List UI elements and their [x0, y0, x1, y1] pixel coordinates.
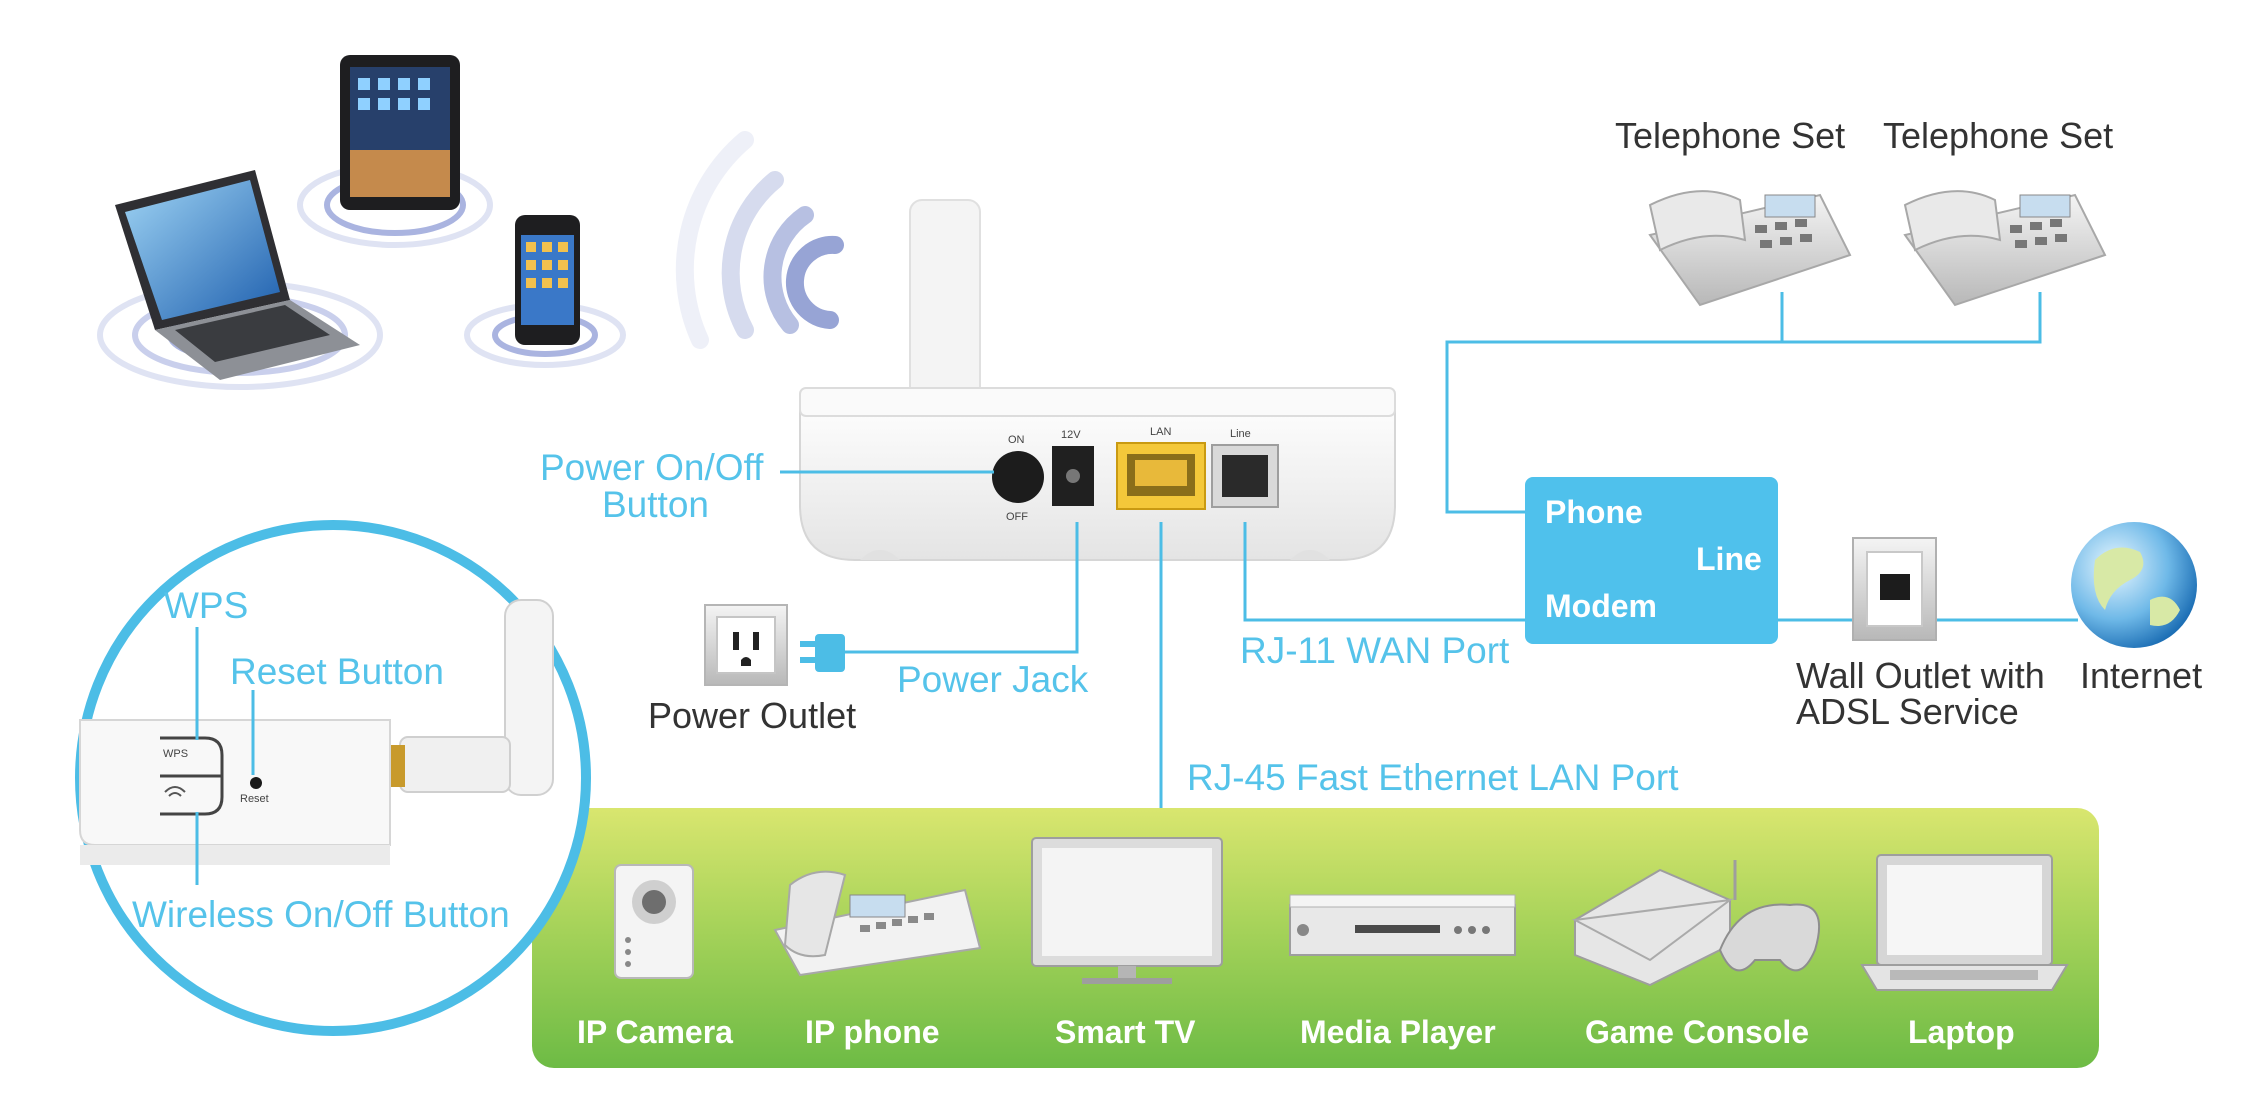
wan-port-label: RJ-11 WAN Port: [1240, 630, 1510, 671]
telephone-set-1: Telephone Set: [1615, 115, 1852, 307]
wall-outlet-icon: [1852, 537, 1937, 641]
router: ON OFF 12V LAN Line: [799, 199, 1396, 561]
power-outlet-label: Power Outlet: [648, 695, 856, 736]
power-button-label-line1: Power On/Off: [540, 447, 764, 488]
wifi-signal-icon: [675, 131, 844, 349]
power-jack-label: Power Jack: [897, 659, 1089, 700]
tablet-icon: [297, 55, 493, 248]
power-cable: [843, 522, 1079, 654]
lan-device-label: IP Camera: [577, 1014, 733, 1050]
ip-camera-icon: [614, 864, 694, 979]
telephone-icon: [1648, 190, 1852, 307]
phone-line-modem: Phone Line Modem: [1525, 477, 1778, 644]
modem-word-phone: Phone: [1545, 494, 1643, 530]
inset-callout-lines: [195, 627, 255, 885]
telephone-label: Telephone Set: [1615, 115, 1845, 156]
telephone-label: Telephone Set: [1883, 115, 2113, 156]
power-button: [992, 451, 1044, 503]
wireless-devices: [97, 55, 844, 390]
game-console-icon: [1571, 860, 1820, 987]
wifi-small-icon: [164, 786, 186, 797]
ip-phone-icon: [773, 870, 982, 977]
modem-word-line: Line: [1696, 541, 1762, 577]
port-label-on: ON: [1008, 434, 1025, 446]
smartphone-icon: [464, 215, 626, 368]
inset-reset-small-label: Reset: [240, 793, 269, 805]
cables: [780, 292, 2078, 808]
lan-devices-panel: IP Camera IP phone Smart TV Media Player…: [532, 808, 2099, 1068]
lan-device-label: Laptop: [1908, 1014, 2015, 1050]
port-label-dc: 12V: [1061, 429, 1081, 441]
antenna-icon: [383, 599, 554, 796]
lan-device-label: Game Console: [1585, 1014, 1809, 1050]
wall-outlet-label-line2: ADSL Service: [1796, 691, 2019, 732]
power-button-label-line2: Button: [602, 484, 709, 525]
telephone-icon: [1903, 190, 2107, 307]
telephone-set-2: Telephone Set: [1883, 115, 2113, 307]
power-outlet-icon: [704, 604, 788, 686]
wall-outlet-label-line1: Wall Outlet with: [1796, 655, 2045, 696]
wan-cable: [1243, 522, 1525, 622]
inset-wps-label: WPS: [164, 585, 248, 626]
lan-port-label: RJ-45 Fast Ethernet LAN Port: [1187, 757, 1679, 798]
port-label-off: OFF: [1006, 511, 1028, 523]
port-label-lan: LAN: [1150, 426, 1171, 438]
laptop-icon: [97, 170, 383, 390]
phone-cable: [1445, 292, 2042, 514]
inset-wireless-label: Wireless On/Off Button: [132, 894, 510, 935]
modem-word-modem: Modem: [1545, 588, 1657, 624]
inset-wps-small-label: WPS: [163, 748, 188, 760]
port-label-line: Line: [1230, 428, 1251, 440]
lan-device-label: Media Player: [1300, 1014, 1496, 1050]
lan-device-label: IP phone: [805, 1014, 940, 1050]
media-player-icon: [1289, 894, 1516, 956]
lan-device-label: Smart TV: [1055, 1014, 1196, 1050]
power-plug-icon: [800, 634, 845, 672]
reset-button: [250, 777, 262, 789]
internet-label: Internet: [2080, 655, 2202, 696]
smart-tv-icon: [1031, 837, 1223, 984]
globe-icon: [2071, 522, 2197, 648]
inset-reset-label: Reset Button: [230, 651, 444, 692]
side-panel-inset: WPS Reset WPS Reset Button Wireless On/O…: [75, 520, 591, 1036]
laptop-icon: [1860, 854, 2069, 991]
